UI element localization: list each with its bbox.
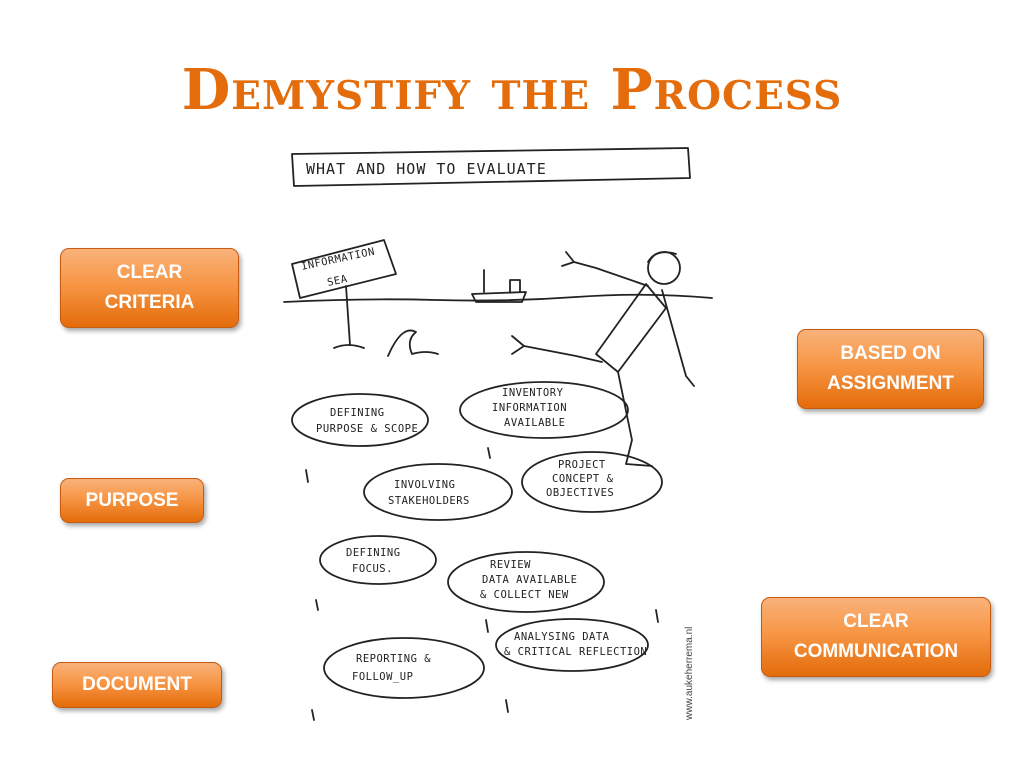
clear-communication-line-2: COMMUNICATION <box>793 641 959 662</box>
based-on-assignment-button[interactable]: BASED ON ASSIGNMENT <box>797 329 984 409</box>
stone-reporting-line-1: REPORTING & <box>356 653 431 665</box>
stone-analysing: ANALYSING DATA & CRITICAL REFLECTION <box>495 618 649 672</box>
stone-project-line-3: OBJECTIVES <box>546 487 614 499</box>
artist-credit: www.aukeherrema.nl <box>684 627 695 721</box>
stone-inventory-line-2: INFORMATION <box>492 402 567 414</box>
stone-review-line-3: & COLLECT NEW <box>480 589 569 601</box>
cartoon-drawing: WHAT AND HOW TO EVALUATE INFORMATION SEA <box>283 147 713 721</box>
document-button[interactable]: DOCUMENT <box>52 662 222 708</box>
cartoon-banner: WHAT AND HOW TO EVALUATE <box>291 147 691 187</box>
clear-criteria-button[interactable]: CLEAR CRITERIA <box>60 248 239 328</box>
boat-icon <box>471 269 527 303</box>
based-on-line-2: ASSIGNMENT <box>827 373 954 394</box>
stone-reporting: REPORTING & FOLLOW_UP <box>323 637 485 699</box>
stone-inventory-line-1: INVENTORY <box>502 387 564 399</box>
evaluation-cartoon: WHAT AND HOW TO EVALUATE INFORMATION SEA <box>276 140 718 738</box>
horizon-line <box>283 293 713 303</box>
banner-text: WHAT AND HOW TO EVALUATE <box>306 160 547 178</box>
based-on-line-1: BASED ON <box>840 343 941 364</box>
stone-analysing-line-1: ANALYSING DATA <box>514 631 610 643</box>
stone-reporting-line-2: FOLLOW_UP <box>352 671 413 683</box>
stone-stakeholders-line-1: INVOLVING <box>394 479 455 491</box>
stone-defining-purpose: DEFINING PURPOSE & SCOPE <box>291 393 429 447</box>
stone-analysing-line-2: & CRITICAL REFLECTION <box>504 646 647 658</box>
clear-criteria-line-1: CLEAR <box>116 262 183 283</box>
slide-title: Demystify the Process <box>181 57 843 123</box>
stone-project-line-2: CONCEPT & <box>552 473 614 485</box>
document-label: DOCUMENT <box>82 674 192 695</box>
stone-review-line-1: REVIEW <box>490 559 531 571</box>
stone-focus: DEFINING FOCUS. <box>319 535 437 585</box>
stepping-person-illustration <box>511 251 695 467</box>
sign-line-1: INFORMATION <box>300 246 376 273</box>
stone-stakeholders: INVOLVING STAKEHOLDERS <box>363 463 513 521</box>
stone-inventory-line-3: AVAILABLE <box>504 417 565 429</box>
stone-focus-line-1: DEFINING <box>346 547 401 559</box>
purpose-label: PURPOSE <box>85 489 179 511</box>
clear-communication-line-1: CLEAR <box>843 611 909 632</box>
stone-focus-line-2: FOCUS. <box>352 563 393 575</box>
shark-fin-icon <box>387 329 439 357</box>
clear-communication-button[interactable]: CLEAR COMMUNICATION <box>761 597 991 677</box>
information-sea-sign: INFORMATION SEA <box>291 239 397 349</box>
stone-project-line-1: PROJECT <box>558 459 606 471</box>
purpose-button[interactable]: PURPOSE <box>60 478 204 523</box>
stone-review-line-2: DATA AVAILABLE <box>482 574 578 586</box>
stone-review: REVIEW DATA AVAILABLE & COLLECT NEW <box>447 551 605 613</box>
sign-line-2: SEA <box>326 273 349 289</box>
stone-inventory: INVENTORY INFORMATION AVAILABLE <box>459 381 629 439</box>
stone-stakeholders-line-2: STAKEHOLDERS <box>388 495 470 507</box>
stone-defining-purpose-line-2: PURPOSE & SCOPE <box>316 423 418 435</box>
clear-criteria-line-2: CRITERIA <box>104 292 195 313</box>
stone-defining-purpose-line-1: DEFINING <box>330 407 385 419</box>
stone-project: PROJECT CONCEPT & OBJECTIVES <box>521 451 663 513</box>
water-ripples <box>305 447 659 721</box>
